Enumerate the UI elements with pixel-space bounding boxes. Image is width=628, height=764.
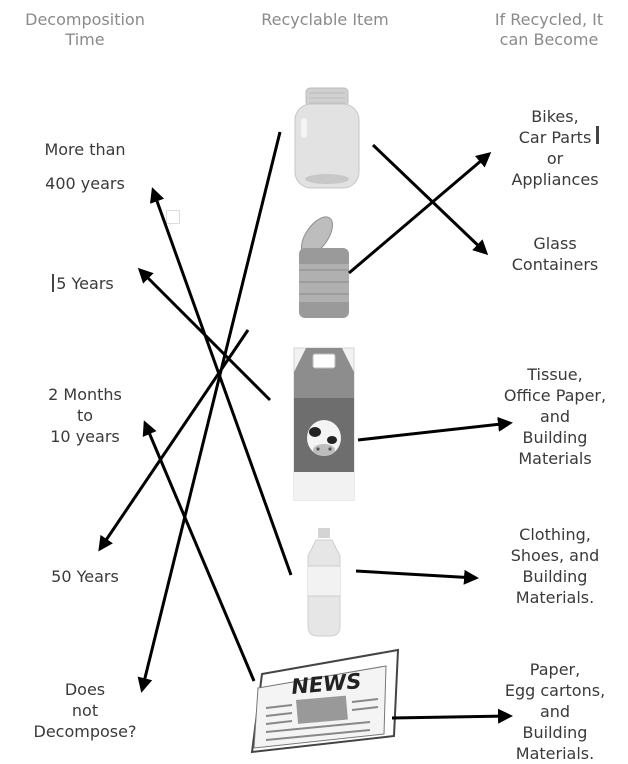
newspaper-icon: NEWS <box>250 648 400 754</box>
label-5-years: 5 Years <box>56 274 114 293</box>
label-r3-line1: Tissue, <box>527 365 583 384</box>
label-r4-line3: Building <box>522 567 588 586</box>
label-l5-line3: Decompose? <box>33 722 137 741</box>
dropdown-marker <box>166 210 180 224</box>
milk-carton-icon <box>293 347 355 501</box>
header-decomposition-line2: Time <box>65 30 105 49</box>
arrow-can-to-50-years <box>98 329 250 552</box>
label-l5-line1: Does <box>64 680 106 699</box>
header-if-recycled: If Recycled, It can Become <box>470 10 628 50</box>
label-r2-line2: Containers <box>511 255 599 274</box>
label-50-years: 50 Years <box>51 567 119 586</box>
label-bikes-car-parts: Bikes, Car Parts or Appliances <box>490 106 620 190</box>
label-r1-line1: Bikes, <box>531 107 579 126</box>
label-glass-containers: Glass Containers <box>490 233 620 275</box>
label-r5-line1: Paper, <box>529 660 581 679</box>
label-paper-egg-cartons: Paper, Egg cartons, and Building Materia… <box>490 659 620 764</box>
label-l3-line1: 2 Months <box>48 385 122 404</box>
label-r5-line3: and <box>539 702 571 721</box>
label-r1-line3: or <box>546 149 564 168</box>
arrow-newspaper-to-paper <box>391 708 513 724</box>
label-r5-line2: Egg cartons, <box>504 681 606 700</box>
label-r3-line5: Materials <box>518 449 592 468</box>
label-r1-line2: Car Parts <box>518 128 592 147</box>
arrow-can-to-bikes <box>348 152 492 275</box>
arrow-group <box>98 131 513 724</box>
label-r2-line1: Glass <box>533 234 577 253</box>
label-r3-line2: Office Paper, <box>503 386 607 405</box>
label-r4-line4: Materials. <box>515 588 595 607</box>
label-does-not-decompose: Does not Decompose? <box>20 679 150 742</box>
label-r5-line5: Materials. <box>515 744 595 763</box>
plastic-bottle-icon <box>307 528 341 637</box>
header-becomes-line1: If Recycled, It <box>494 10 604 29</box>
label-r3-line3: and <box>539 407 571 426</box>
arrow-bottle-to-clothing <box>355 569 479 585</box>
arrow-jar-to-does-not-decompose <box>137 131 282 693</box>
header-decomposition-time: Decomposition Time <box>0 10 170 50</box>
label-r4-line1: Clothing, <box>519 525 591 544</box>
arrow-carton-to-5-years <box>137 267 272 402</box>
header-becomes-line2: can Become <box>499 30 599 49</box>
arrow-bottle-to-400-years <box>149 187 293 576</box>
label-l5-line2: not <box>71 701 99 720</box>
header-decomposition-line1: Decomposition <box>25 10 145 29</box>
label-l1-line2: 400 years <box>45 174 125 193</box>
glass-jar-icon <box>294 87 360 189</box>
text-cursor <box>52 274 54 292</box>
label-2-months-to-10-years: 2 Months to 10 years <box>20 384 150 447</box>
label-l1-line1: More than <box>44 140 126 159</box>
label-l3-line2: to <box>76 406 94 425</box>
label-r3-line4: Building <box>522 428 588 447</box>
label-more-than-400-years: More than 400 years <box>20 133 150 201</box>
arrow-newspaper-to-2-months <box>142 420 256 682</box>
label-r1-line4: Appliances <box>511 170 599 189</box>
arrow-carton-to-tissue <box>357 416 513 442</box>
header-recyclable-item: Recyclable Item <box>261 10 389 29</box>
label-tissue-office-paper: Tissue, Office Paper, and Building Mater… <box>490 364 620 469</box>
label-r4-line2: Shoes, and <box>510 546 600 565</box>
label-r5-line4: Building <box>522 723 588 742</box>
text-cursor-right <box>596 126 599 144</box>
arrow-jar-to-glass-containers <box>371 143 489 256</box>
label-clothing-shoes: Clothing, Shoes, and Building Materials. <box>490 524 620 608</box>
tin-can-icon <box>299 216 349 318</box>
label-l3-line3: 10 years <box>50 427 120 446</box>
